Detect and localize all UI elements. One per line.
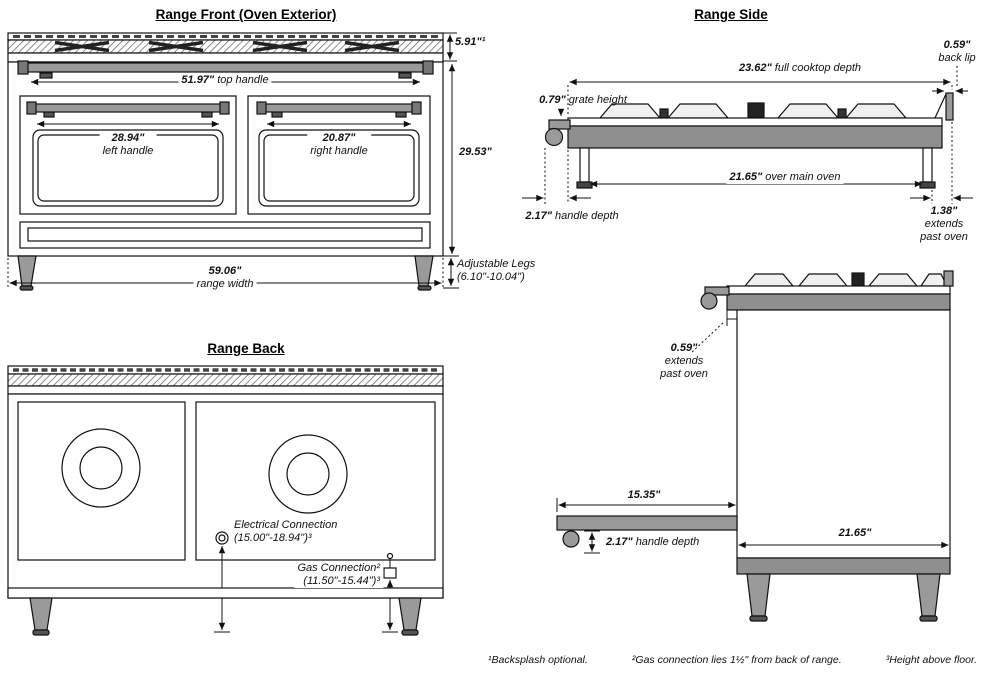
side-back-lip-value: 0.59" <box>943 39 971 51</box>
front-top-handle-value: 51.97" <box>181 74 215 86</box>
side-lower-handle-depth-text: handle depth <box>635 536 700 548</box>
electrical-connection-text: Electrical Connection <box>234 519 338 531</box>
side-handle-depth-value: 2.17" <box>525 210 552 222</box>
side-back-lip-text: back lip <box>938 52 976 65</box>
oven-depth-dim: 21.65" <box>839 527 872 540</box>
oven-depth-value: 21.65" <box>838 527 872 539</box>
side-handle-depth-dim: 2.17" handle depth <box>525 210 618 223</box>
front-right-handle-text: right handle <box>310 145 368 158</box>
electrical-connection-range: (15.00"-18.94")³ <box>234 532 312 545</box>
front-backsplash-height-value: 5.91"¹ <box>455 36 486 48</box>
front-right-handle-dim: 20.87"right handle <box>307 132 371 159</box>
adjustable-legs-line2: (6.10"-10.04") <box>457 271 525 284</box>
open-door-depth-value: 15.35" <box>627 489 661 501</box>
side-back-lip-dim: 0.59"back lip <box>938 39 975 65</box>
front-range-width-value: 59.06" <box>208 265 242 277</box>
front-drawing <box>7 32 459 291</box>
front-right-handle-value: 20.87" <box>322 132 356 144</box>
footnote-backsplash: ¹Backsplash optional. <box>488 654 588 666</box>
side-over-main-oven-dim: 21.65" over main oven <box>726 171 844 185</box>
side-cooktop-depth-text: full cooktop depth <box>774 62 862 74</box>
front-top-handle-text: top handle <box>217 74 269 86</box>
front-body-height-dim: 29.53" <box>459 146 492 159</box>
adjustable-legs-label: Adjustable Legs(6.10"-10.04") <box>457 258 535 284</box>
footnote-gas: ²Gas connection lies 1½" from back of ra… <box>631 654 842 666</box>
electrical-connection-symbol <box>215 531 229 545</box>
side-over-main-oven-value: 21.65" <box>729 171 763 183</box>
side-grate-height-value: 0.79" <box>539 94 566 106</box>
side-cooktop-overhang-line1: extends <box>664 355 704 368</box>
burner-trivets <box>54 40 400 53</box>
footnotes: ¹Backsplash optional. ²Gas connection li… <box>488 654 977 666</box>
side-lower-handle-depth-value: 2.17" <box>606 536 633 548</box>
gas-connection-range: (11.50"-15.44")³ <box>303 575 380 588</box>
side-cooktop-overhang-value: 0.59" <box>670 342 698 354</box>
back-title: Range Back <box>207 341 285 356</box>
gas-connection-label: Gas Connection²(11.50"-15.44")³ <box>294 562 383 589</box>
gas-connection-symbol <box>386 552 394 560</box>
electrical-connection-label: Electrical Connection(15.00"-18.94")³ <box>234 519 337 545</box>
side-drawing <box>522 66 973 204</box>
footnote-height: ³Height above floor. <box>885 654 977 666</box>
side-cooktop-overhang-line2: past oven <box>660 368 708 381</box>
front-left-handle-dim: 28.94"left handle <box>99 132 157 159</box>
side-lower-drawing <box>556 270 954 622</box>
side-over-main-oven-text: over main oven <box>765 171 841 183</box>
side-cooktop-depth-dim: 23.62" full cooktop depth <box>739 62 861 75</box>
front-top-handle-dim: 51.97" top handle <box>178 74 272 88</box>
front-body-height-value: 29.53" <box>459 146 492 158</box>
front-backsplash-height-dim: 5.91"¹ <box>455 36 485 49</box>
adjustable-legs-line1: Adjustable Legs <box>457 258 536 270</box>
side-extends-line2: past oven <box>920 231 968 244</box>
side-cooktop-depth-value: 23.62" <box>738 62 772 74</box>
side-grate-height-dim: 0.79" grate height <box>539 94 627 107</box>
front-left-handle-text: left handle <box>102 145 154 158</box>
front-left-handle-value: 28.94" <box>111 132 145 144</box>
back-drawing <box>7 365 444 636</box>
front-range-width-text: range width <box>196 278 254 291</box>
front-range-width-dim: 59.06"range width <box>193 265 257 292</box>
side-handle-depth-text: handle depth <box>555 210 619 222</box>
front-title: Range Front (Oven Exterior) <box>155 7 337 22</box>
side-grate-height-text: grate height <box>568 94 627 106</box>
side-extends-line1: extends <box>924 218 964 231</box>
side-lower-handle-depth-dim: 2.17" handle depth <box>606 536 699 549</box>
side-title: Range Side <box>694 7 768 22</box>
side-extends-past-oven-value: 1.38" <box>930 205 958 217</box>
gas-connection-text: Gas Connection² <box>297 562 380 574</box>
open-door-depth-dim: 15.35" <box>628 489 661 502</box>
